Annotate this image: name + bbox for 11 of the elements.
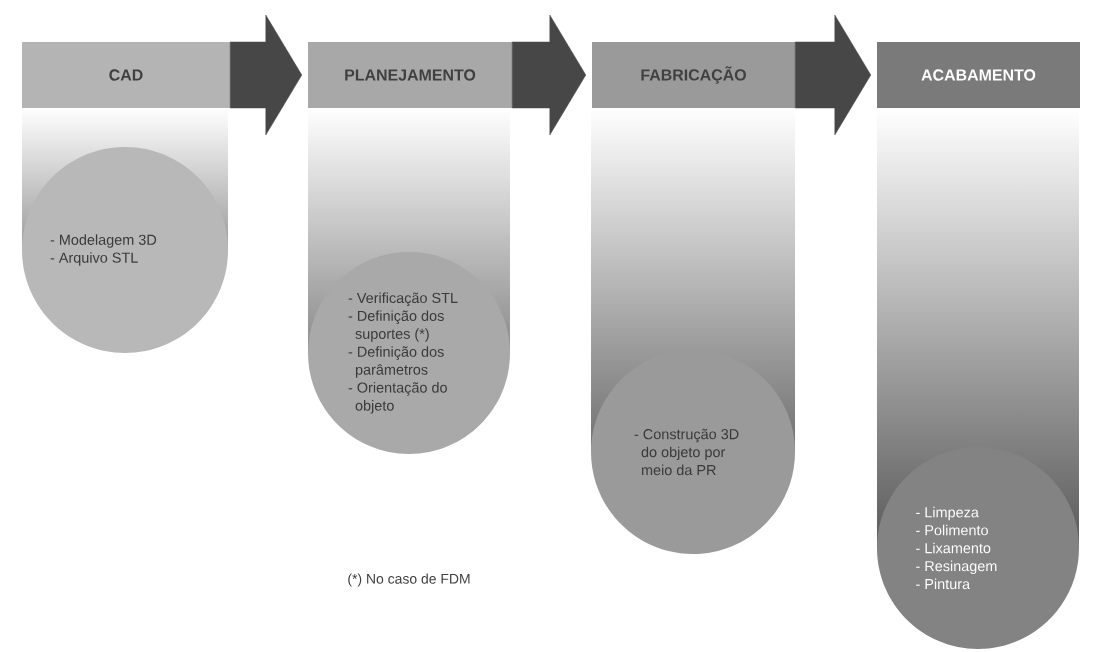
- node-label: - Construção 3D do objeto por meio da PR: [634, 428, 739, 476]
- rounded-column: - Limpeza - Polimento - Lixamento - Resinagem - Pintura: [877, 447, 1079, 649]
- block-arrow: [229, 14, 303, 136]
- stage-header: CAD: [22, 42, 230, 108]
- stage-header: ACABAMENTO: [877, 42, 1080, 108]
- block-arrow: [511, 14, 587, 136]
- stage-header: PLANEJAMENTO: [308, 42, 512, 108]
- stage-header: FABRICAÇÃO: [592, 42, 795, 108]
- block-arrow: [794, 14, 872, 136]
- rounded-column: - Modelagem 3D - Arquivo STL: [22, 147, 228, 353]
- footnote: (*) No caso de FDM: [348, 573, 470, 587]
